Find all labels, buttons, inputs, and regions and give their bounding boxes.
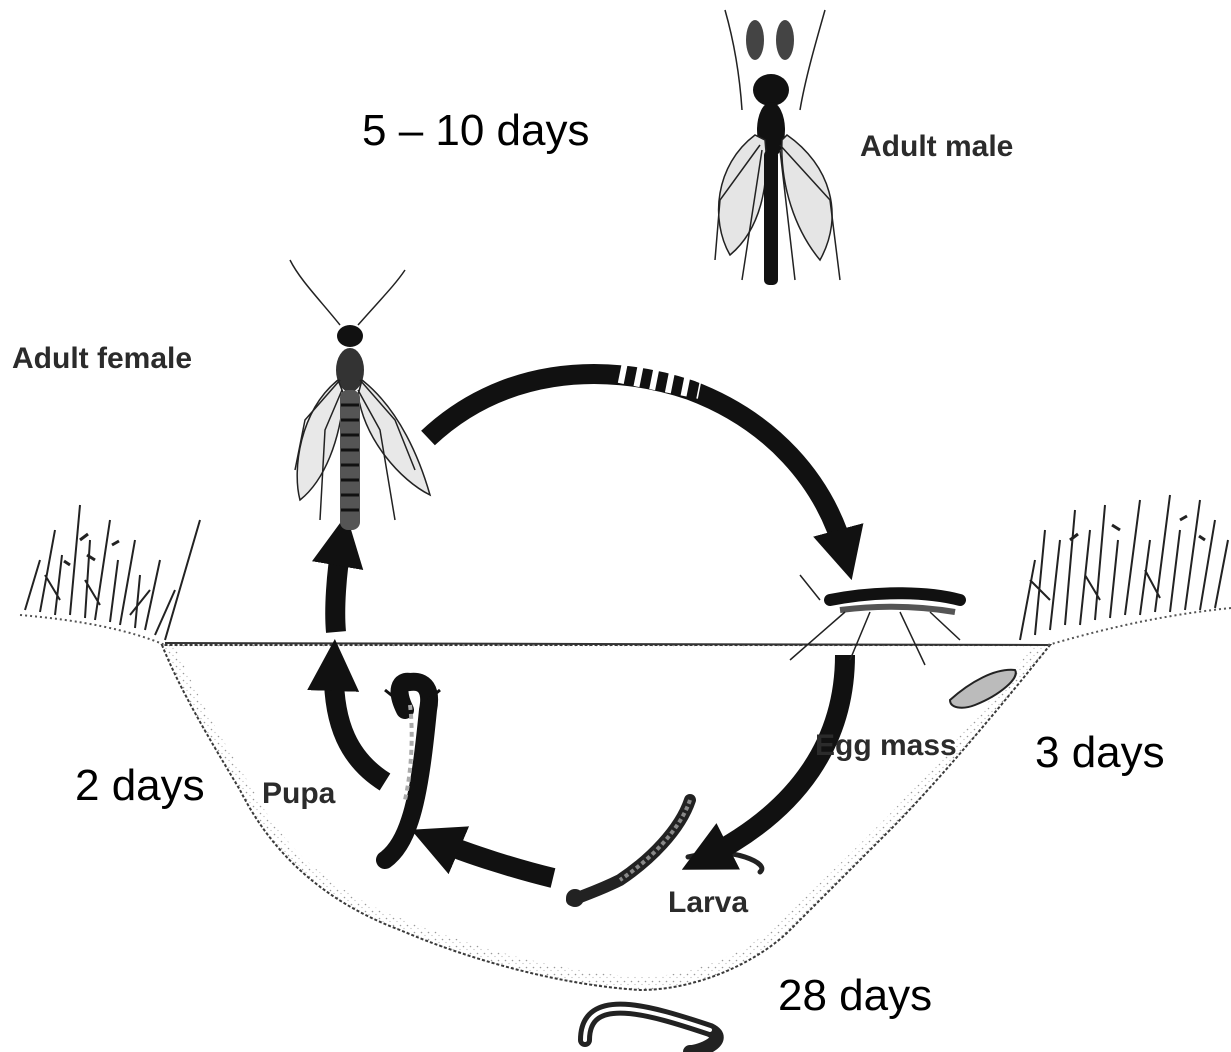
bottom-larva-tube — [585, 1009, 717, 1052]
pupa-label: Pupa — [262, 777, 336, 810]
arrow-surface-to-female — [335, 540, 342, 632]
duration-pupa: 2 days — [75, 761, 205, 810]
grass-left-icon — [25, 505, 200, 640]
arrow-female-to-oviposit — [428, 374, 845, 555]
adult-male-icon — [715, 10, 840, 285]
egg-mass-label: Egg mass — [815, 729, 957, 762]
duration-larva: 28 days — [778, 971, 932, 1020]
duration-egg: 3 days — [1035, 728, 1165, 777]
adult-female-icon — [290, 260, 430, 530]
larva-label: Larva — [668, 886, 748, 919]
pond — [20, 608, 1231, 1052]
grass-right-icon — [1020, 495, 1228, 640]
adult-female-label: Adult female — [12, 342, 192, 375]
adult-male-label: Adult male — [860, 130, 1013, 163]
duration-adult: 5 – 10 days — [362, 106, 590, 155]
